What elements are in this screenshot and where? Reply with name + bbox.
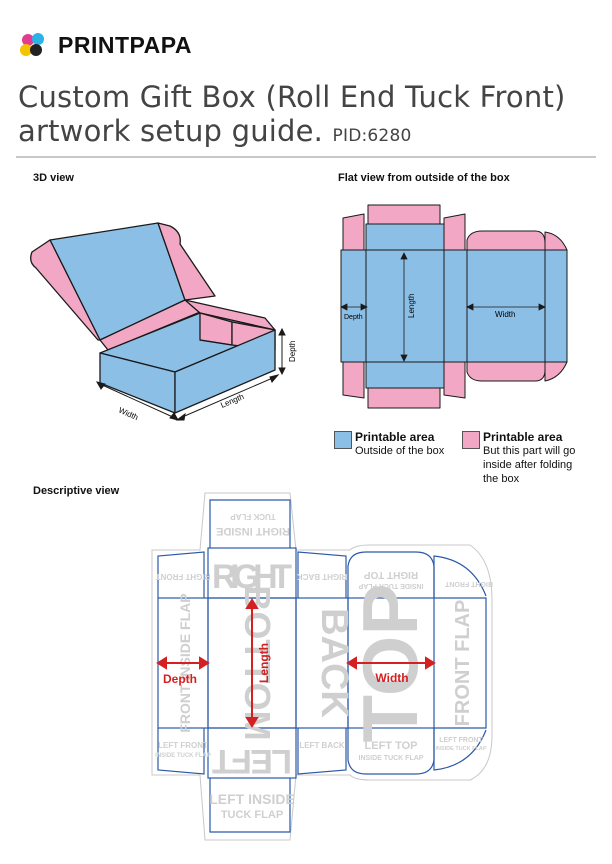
legend-pink-sub-2: inside after folding: [483, 459, 573, 471]
section-flat-view: Flat view from outside of the box: [338, 172, 510, 184]
label-left-top-1: LEFT TOP: [365, 740, 418, 752]
box-3d-illustration: Width Length Depth: [30, 222, 297, 422]
legend-blue-title: Printable area: [355, 430, 435, 444]
label-right-inside-1: RIGHT INSIDE: [216, 525, 290, 537]
section-descriptive-view: Descriptive view: [33, 485, 120, 497]
label-left: LEFT: [212, 742, 292, 780]
label-left-inside-1: LEFT INSIDE: [209, 791, 295, 807]
legend-pink-sub-1: But this part will go: [483, 445, 576, 457]
lid-right-flap: [157, 222, 216, 301]
desc-length-label: Length: [257, 643, 271, 683]
label-right-back: RIGHT BACK: [297, 572, 347, 581]
title-line-1: Custom Gift Box (Roll End Tuck Front): [18, 80, 566, 114]
label-bottom: BOTTOM: [237, 585, 278, 740]
legend-blue-sub: Outside of the box: [355, 445, 445, 457]
legend-pink-title: Printable area: [483, 430, 563, 444]
page-title: Custom Gift Box (Roll End Tuck Front) ar…: [18, 80, 566, 153]
label-right-front-inside: RIGHT FRONT: [444, 580, 493, 587]
label-left-front-r2: INSIDE TUCK FLAP: [435, 746, 486, 752]
legend-blue: Printable area Outside of the box: [355, 430, 444, 458]
legend-pink-sub-3: the box: [483, 473, 520, 485]
brand-name: PRINTPAPA: [58, 32, 192, 58]
box-side-wall: [174, 329, 276, 414]
title-line-2-text: artwork setup guide.: [18, 114, 324, 148]
label-left-front-1: LEFT FRONT: [158, 741, 208, 750]
desc-depth-label: Depth: [163, 672, 197, 686]
label-left-top-2: INSIDE TUCK FLAP: [359, 755, 424, 762]
legend-blue-swatch: [334, 431, 352, 449]
logo-mark-icon: [20, 33, 44, 56]
label-left-front-r1: LEFT FRONT: [439, 737, 483, 744]
legend-pink-swatch: [462, 431, 480, 449]
brand-logo: [16, 30, 56, 60]
divider: [16, 156, 596, 158]
label-left-back: LEFT BACK: [299, 741, 345, 750]
flat-width-label: Width: [495, 310, 515, 319]
label-right-front-small: RIGHT FRONT: [156, 572, 211, 581]
lid-left-flap: [30, 239, 101, 341]
label-right-inside-2: TUCK FLAP: [230, 512, 276, 521]
label-left-front-2: INSIDE TUCK FLAP: [155, 753, 211, 759]
flat-view-dieline: Depth Length Width: [340, 204, 568, 409]
desc-width-label: Width: [375, 671, 408, 685]
legend-pink: Printable area But this part will go ins…: [483, 430, 575, 486]
label-right: RIGHT: [212, 558, 292, 596]
label-right-top-2: INSIDE TUCK FLAP: [358, 582, 423, 589]
section-3d-view: 3D view: [33, 172, 74, 184]
flat-depth-label: Depth: [344, 314, 363, 321]
label-front-flap: FRONT FLAP: [452, 600, 474, 727]
flat-length-label: Length: [407, 294, 416, 318]
label-right-top-1: RIGHT TOP: [364, 569, 419, 580]
pid-label: PID:6280: [332, 126, 412, 146]
title-line-2: artwork setup guide. PID:6280: [18, 114, 566, 153]
3d-depth-label: Depth: [288, 341, 297, 362]
label-left-inside-2: TUCK FLAP: [221, 809, 283, 821]
